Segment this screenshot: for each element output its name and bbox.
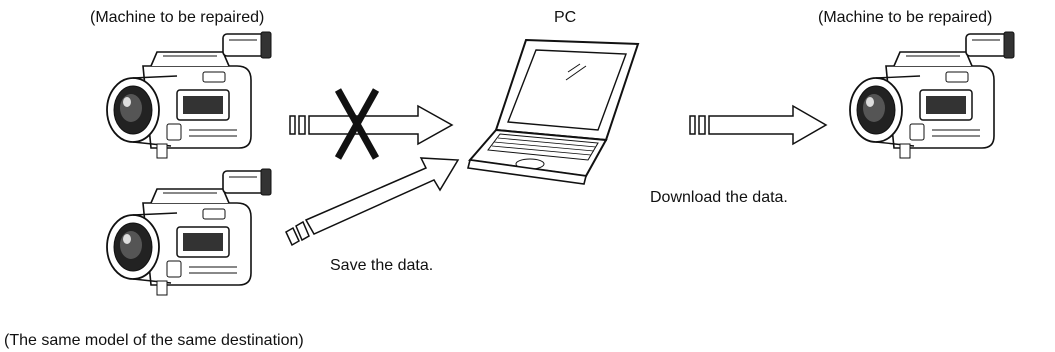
blocked-transfer-arrow xyxy=(289,104,454,146)
source-machine-label: (Machine to be repaired) xyxy=(90,9,265,26)
target-machine-label: (Machine to be repaired) xyxy=(818,9,993,26)
donor-camcorder-icon xyxy=(106,168,272,296)
download-transfer-arrow xyxy=(689,104,828,146)
source-camcorder-icon xyxy=(106,31,272,159)
save-data-label: Save the data. xyxy=(330,257,434,274)
target-camcorder-icon xyxy=(849,31,1015,159)
download-data-label: Download the data. xyxy=(650,189,788,206)
save-transfer-arrow xyxy=(285,157,460,247)
x-mark-icon xyxy=(334,88,380,160)
laptop-icon xyxy=(467,38,640,185)
pc-label: PC xyxy=(554,9,577,26)
same-model-label: (The same model of the same destination) xyxy=(4,332,304,349)
